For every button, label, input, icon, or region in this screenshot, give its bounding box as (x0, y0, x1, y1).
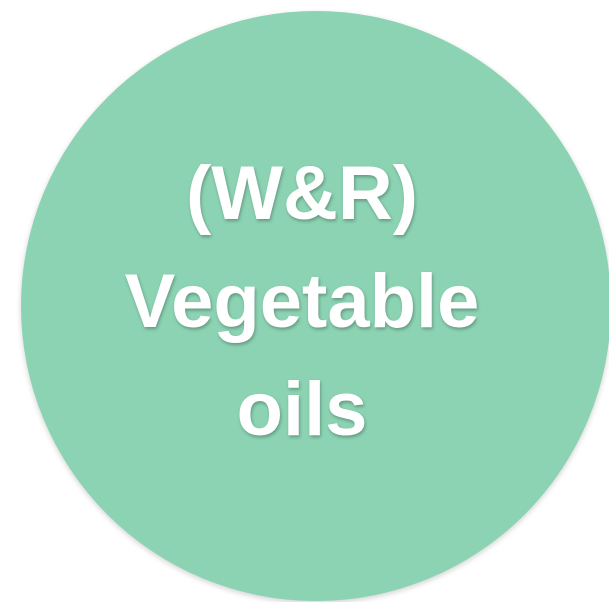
badge-label-line-1: (W&R) (185, 151, 419, 236)
badge-label-line-3: oils (236, 367, 368, 452)
badge-label: (W&R) Vegetable oils (125, 140, 480, 464)
badge-label-line-2: Vegetable (124, 259, 480, 344)
category-badge: (W&R) Vegetable oils (21, 11, 609, 601)
